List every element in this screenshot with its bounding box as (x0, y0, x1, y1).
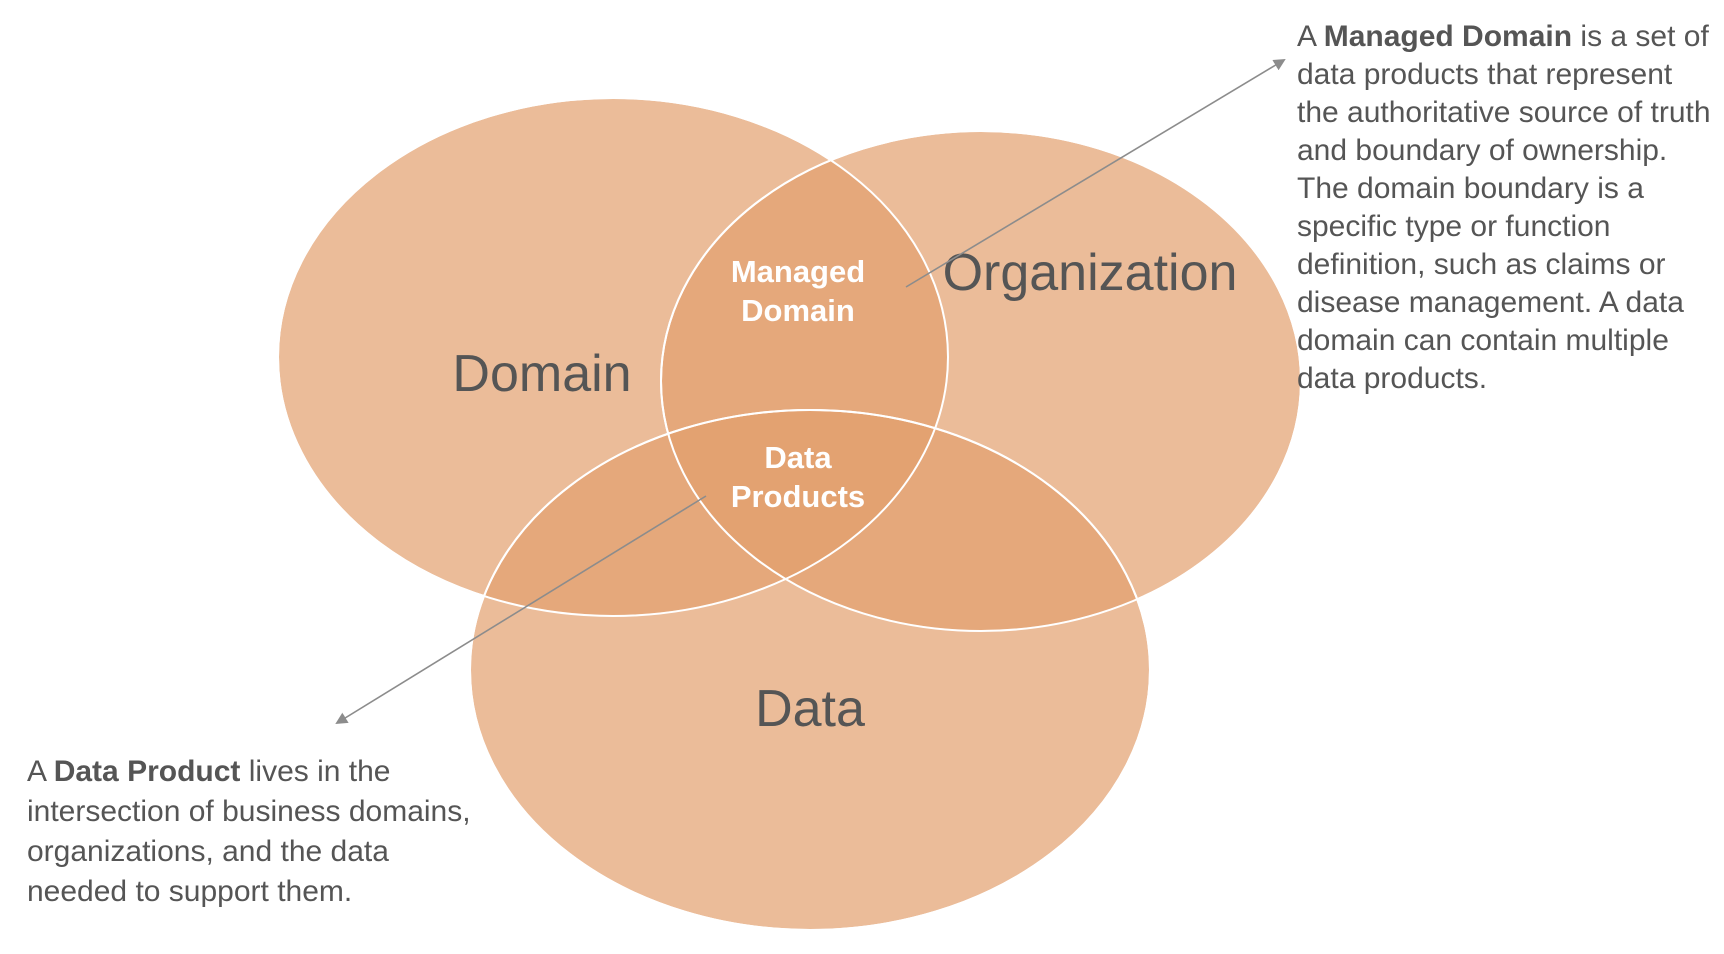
domain-label: Domain (452, 345, 631, 403)
managed-domain-arrow (905, 58, 1286, 288)
data-product-callout: A Data Product lives in the intersection… (27, 752, 477, 912)
data-product-callout-body: lives in the intersection of business do… (27, 755, 471, 908)
data-circle-outline (469, 409, 1151, 931)
managed-domain-label-line2: Domain (741, 293, 855, 328)
organization-circle-outline (660, 130, 1302, 632)
domain-circle-outline (277, 97, 949, 617)
data-label: Data (755, 680, 865, 738)
data-products-label-line2: Products (731, 479, 865, 514)
data-product-callout-term: Data Product (53, 755, 241, 788)
data-products-label-line1: Data (764, 440, 832, 475)
data-product-callout-prefix: A (27, 755, 54, 788)
managed-domain-callout: A Managed Domain is a set of data produc… (1297, 18, 1717, 398)
organization-label: Organization (943, 244, 1238, 302)
managed-domain-callout-body: is a set of data products that represent… (1297, 20, 1711, 395)
managed-domain-callout-term: Managed Domain (1323, 20, 1573, 53)
data-product-arrow (335, 495, 707, 725)
managed-domain-label-line1: Managed (731, 254, 865, 289)
managed-domain-callout-prefix: A (1297, 20, 1324, 53)
